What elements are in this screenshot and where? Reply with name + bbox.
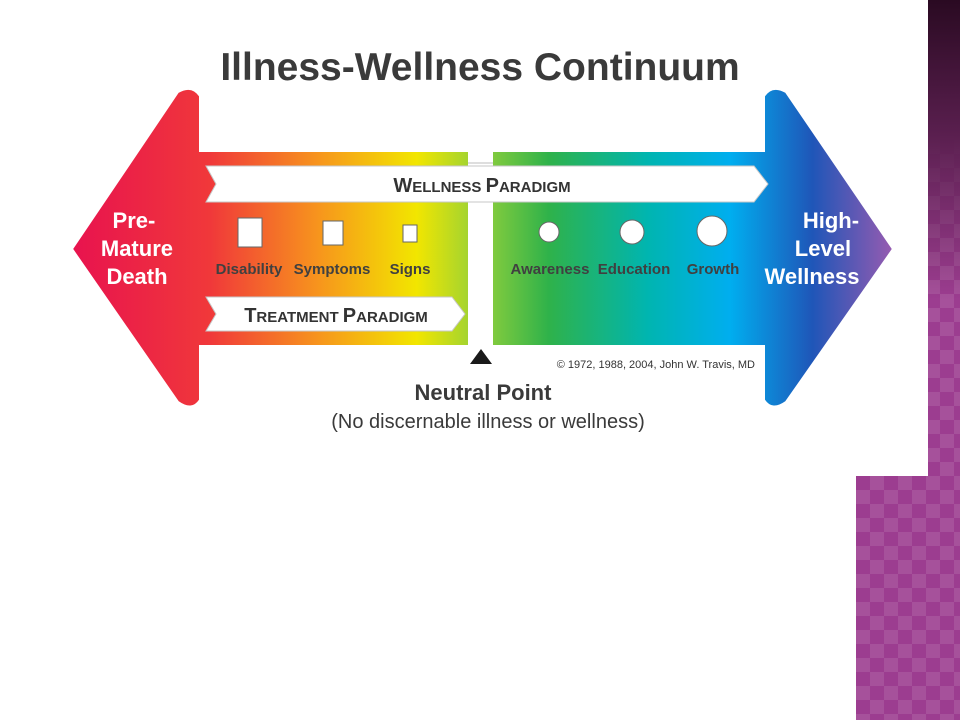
premature-death-line-1: Pre- — [113, 208, 156, 233]
stage-label-awareness: Awareness — [511, 261, 590, 278]
high-level-wellness-line-1: High- — [803, 208, 859, 233]
copyright-text: © 1972, 1988, 2004, John W. Travis, MD — [557, 359, 755, 371]
stage-label-education: Education — [598, 261, 671, 278]
treatment-paradigm-initial-p: P — [343, 305, 356, 327]
illness-wellness-diagram: Illness-Wellness Continuum Pre- Mature D… — [70, 46, 895, 433]
high-level-wellness-label: High- Level Wellness — [765, 208, 866, 289]
wellness-paradigm-initial-p: P — [486, 175, 499, 197]
premature-death-label: Pre- Mature Death — [101, 208, 179, 289]
stage-label-disability: Disability — [216, 261, 283, 278]
wellness-paradigm-rest-2: ARADIGM — [499, 179, 571, 196]
page-title: Illness-Wellness Continuum — [220, 46, 739, 89]
premature-death-line-3: Death — [106, 264, 167, 289]
premature-death-line-2: Mature — [101, 236, 173, 261]
education-marker-circle — [619, 219, 645, 245]
image-panel-corner — [856, 0, 928, 12]
awareness-marker-circle — [538, 221, 560, 243]
disability-marker-square — [237, 217, 263, 248]
high-level-wellness-line-2: Level — [795, 236, 851, 261]
stage-label-growth: Growth — [687, 261, 740, 278]
growth-marker-circle — [696, 215, 728, 247]
high-level-wellness-line-3: Wellness — [765, 264, 860, 289]
wellness-paradigm-rest-1: ELLNESS — [412, 179, 485, 196]
stage-label-signs: Signs — [390, 261, 431, 278]
treatment-paradigm-banner — [205, 296, 466, 332]
treatment-paradigm-rest-1: REATMENT — [256, 309, 342, 326]
treatment-paradigm-initial-t: T — [244, 305, 256, 327]
treatment-paradigm-label: TREATMENT PARADIGM — [244, 305, 428, 327]
neutral-point-label: Neutral Point — [415, 380, 553, 405]
wellness-paradigm-initial-w: W — [393, 175, 412, 197]
treatment-paradigm-rest-2: ARADIGM — [356, 309, 428, 326]
neutral-point-sublabel: (No discernable illness or wellness) — [331, 411, 644, 433]
wellness-paradigm-label: WELLNESS PARADIGM — [393, 175, 570, 197]
wellness-paradigm-banner — [205, 165, 769, 203]
triangle-up-icon — [470, 349, 492, 364]
signs-marker-square — [402, 224, 418, 243]
stage-label-symptoms: Symptoms — [294, 261, 371, 278]
symptoms-marker-square — [322, 220, 344, 246]
